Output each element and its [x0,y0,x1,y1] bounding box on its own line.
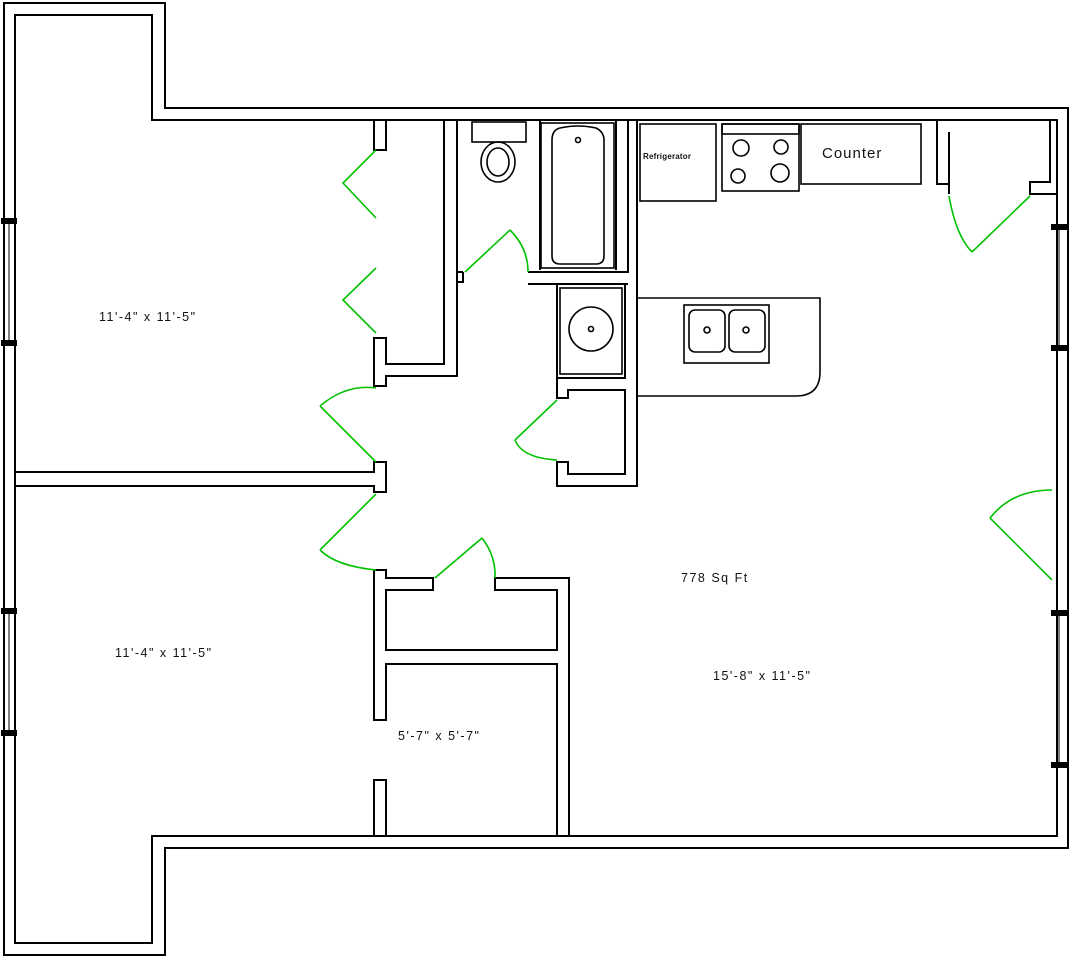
living-area-dimensions: 15'-8" x 11'-5" [713,669,812,683]
counter-label: Counter [822,145,883,162]
closet-dimensions: 5'-7" x 5'-7" [398,729,481,743]
bath-fixtures [471,121,623,375]
bedroom-upper-dimensions: 11'-4" x 11'-5" [99,310,197,324]
refrigerator-label: Refrigerator [643,152,692,161]
doors [319,149,1053,581]
interior-walls [15,119,1057,837]
windows [1,218,1067,768]
total-area-label: 778 Sq Ft [681,571,749,585]
exterior-walls [3,2,1069,956]
refrigerator-box [639,123,717,202]
counter-box [800,123,922,185]
bedroom-lower-dimensions: 11'-4" x 11'-5" [115,646,213,660]
kitchen-fixtures [637,123,922,397]
